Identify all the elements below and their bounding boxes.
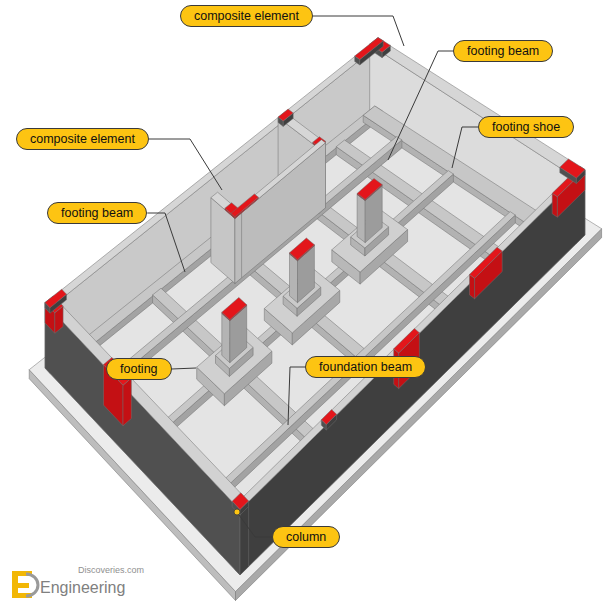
partition-wall	[235, 213, 242, 284]
column	[290, 239, 315, 261]
logo-mark	[12, 571, 38, 598]
callout-text: foundation beam	[319, 360, 412, 374]
composite-element	[560, 159, 585, 178]
callout-text: footing shoe	[492, 120, 560, 134]
composite-element	[321, 410, 336, 425]
column	[357, 180, 382, 201]
logo-arc	[26, 574, 38, 596]
callout-text: footing beam	[467, 44, 539, 58]
callout-text: column	[286, 530, 326, 544]
wall	[45, 38, 383, 308]
composite-element	[232, 493, 248, 510]
composite-element	[278, 109, 293, 121]
leader-line	[239, 515, 272, 537]
leader-line	[149, 139, 222, 190]
leader-line	[147, 213, 185, 272]
column	[290, 254, 298, 303]
wall	[45, 296, 249, 510]
partition-wall	[231, 140, 326, 219]
callout-text: composite element	[30, 132, 135, 146]
wall	[45, 303, 240, 575]
column	[357, 194, 365, 242]
composite-element	[394, 329, 420, 354]
wall	[240, 170, 585, 575]
leader-line	[288, 367, 305, 425]
leader-lines	[147, 16, 478, 537]
callout-text: footing	[120, 362, 158, 376]
wall	[240, 502, 249, 576]
callout-label: foundation beam	[305, 356, 426, 378]
composite-element	[470, 247, 503, 278]
column	[222, 298, 247, 320]
column-cap	[290, 238, 315, 260]
column-cap	[357, 179, 382, 200]
column-cap	[222, 297, 247, 319]
column	[222, 313, 230, 362]
leader-line	[452, 127, 478, 168]
callout-label: composite element	[180, 5, 313, 27]
callout-label: footing beam	[453, 40, 553, 62]
callout-label: footing beam	[47, 202, 147, 224]
wall	[235, 167, 585, 510]
callout-label: footing	[106, 358, 172, 380]
composite-element	[470, 274, 475, 298]
leader-dot	[234, 509, 240, 515]
callout-text: footing beam	[61, 206, 133, 220]
foundation-model	[29, 38, 601, 601]
callout-label: composite element	[16, 128, 149, 150]
wall	[370, 38, 585, 179]
composite-element	[552, 193, 557, 217]
watermark-text: Discoveries.com	[78, 566, 144, 576]
watermark-text: Engineering	[40, 579, 125, 597]
callout-label: footing shoe	[478, 116, 574, 138]
composite-element	[123, 378, 131, 426]
composite-element	[355, 38, 384, 60]
callout-text: composite element	[194, 9, 299, 23]
leader-line	[388, 51, 453, 160]
composite-element	[45, 289, 67, 308]
composite-element	[231, 194, 259, 217]
leader-line	[172, 368, 196, 369]
leader-line	[313, 16, 404, 46]
callout-label: column	[272, 526, 340, 548]
